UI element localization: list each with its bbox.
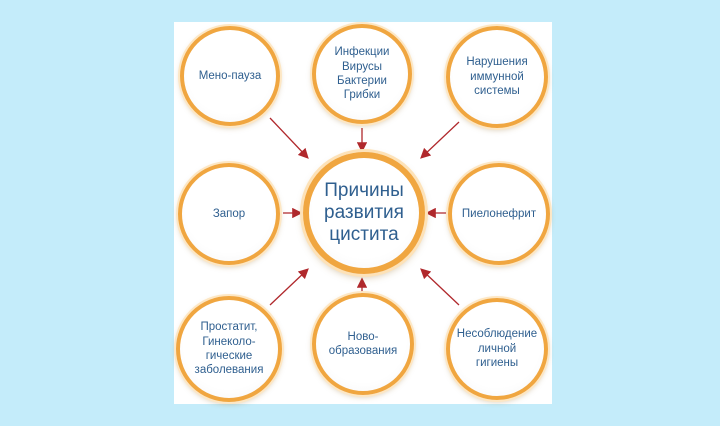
node-infections-label: Инфекции Вирусы Бактерии Грибки — [334, 46, 390, 102]
node-hygiene: Несоблюдение личной гигиены — [446, 298, 548, 400]
node-neoplasms-label: Ново- образования — [328, 330, 398, 357]
node-center: Причины развития цистита — [303, 152, 425, 274]
node-pyelonephritis: Пиелонефрит — [448, 163, 550, 265]
node-immune: Нарушения иммунной системы — [446, 26, 548, 128]
node-constipation-label: Запор — [212, 207, 246, 220]
node-menopause-label: Мено-пауза — [198, 69, 262, 82]
node-infections: Инфекции Вирусы Бактерии Грибки — [312, 24, 412, 124]
arrow-hygiene — [420, 268, 460, 306]
node-immune-label: Нарушения иммунной системы — [466, 56, 528, 98]
node-prostatitis-label: Простатит, Гинеколо- гические заболевани… — [194, 321, 264, 377]
node-neoplasms: Ново- образования — [312, 293, 414, 395]
node-menopause: Мено-пауза — [180, 26, 280, 126]
arrow-immune — [420, 121, 460, 159]
node-hygiene-label: Несоблюдение личной гигиены — [456, 328, 538, 370]
arrow-menopause — [269, 117, 309, 159]
node-prostatitis: Простатит, Гинеколо- гические заболевани… — [176, 296, 282, 402]
node-constipation: Запор — [178, 163, 280, 265]
node-pyelonephritis-label: Пиелонефрит — [461, 207, 537, 220]
arrow-prostatitis — [269, 268, 309, 306]
node-center-label: Причины развития цистита — [324, 180, 404, 245]
